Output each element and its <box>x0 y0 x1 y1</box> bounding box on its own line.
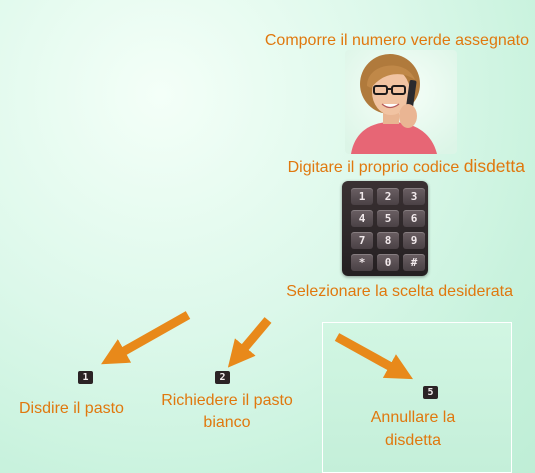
keypad-key: 9 <box>403 232 425 249</box>
keypad-key: 2 <box>377 188 399 205</box>
keypad-key: 1 <box>351 188 373 205</box>
keypad-key: * <box>351 254 373 271</box>
keypad-key: 3 <box>403 188 425 205</box>
step-enter-code-word: disdetta <box>463 156 525 176</box>
option-5-label: Annullare la disdetta <box>370 409 456 449</box>
keypad-key: 5 <box>377 210 399 227</box>
keypad-key: 6 <box>403 210 425 227</box>
arrow-to-option-5 <box>334 333 414 380</box>
keypad-key: 8 <box>377 232 399 249</box>
option-1-label: Disdire il pasto <box>19 400 124 417</box>
keypad-key: 4 <box>351 210 373 227</box>
step-select-text: Selezionare la scelta desiderata <box>286 283 513 300</box>
phone-keypad: 1 2 3 4 5 6 7 8 9 * 0 # <box>342 181 428 276</box>
phone-caller-icon <box>345 50 457 154</box>
step-dial-text: Comporre il numero verde assegnato <box>264 32 529 49</box>
step-enter-code-prefix: Digitare il proprio codice <box>287 159 464 176</box>
woman-on-phone-image <box>345 50 457 154</box>
option-2-key-badge: 2 <box>215 371 230 384</box>
keypad-key: 7 <box>351 232 373 249</box>
step-enter-code-text: Digitare il proprio codice disdetta <box>288 156 525 177</box>
option-1-key-badge: 1 <box>78 371 93 384</box>
option-5-key-badge: 5 <box>423 386 438 399</box>
keypad-key: 0 <box>377 254 399 271</box>
keypad-key: # <box>403 254 425 271</box>
option-2-label: Richiedere il pasto bianco <box>161 392 293 431</box>
arrow-to-option-2 <box>227 317 272 368</box>
arrow-to-option-1 <box>101 311 191 365</box>
